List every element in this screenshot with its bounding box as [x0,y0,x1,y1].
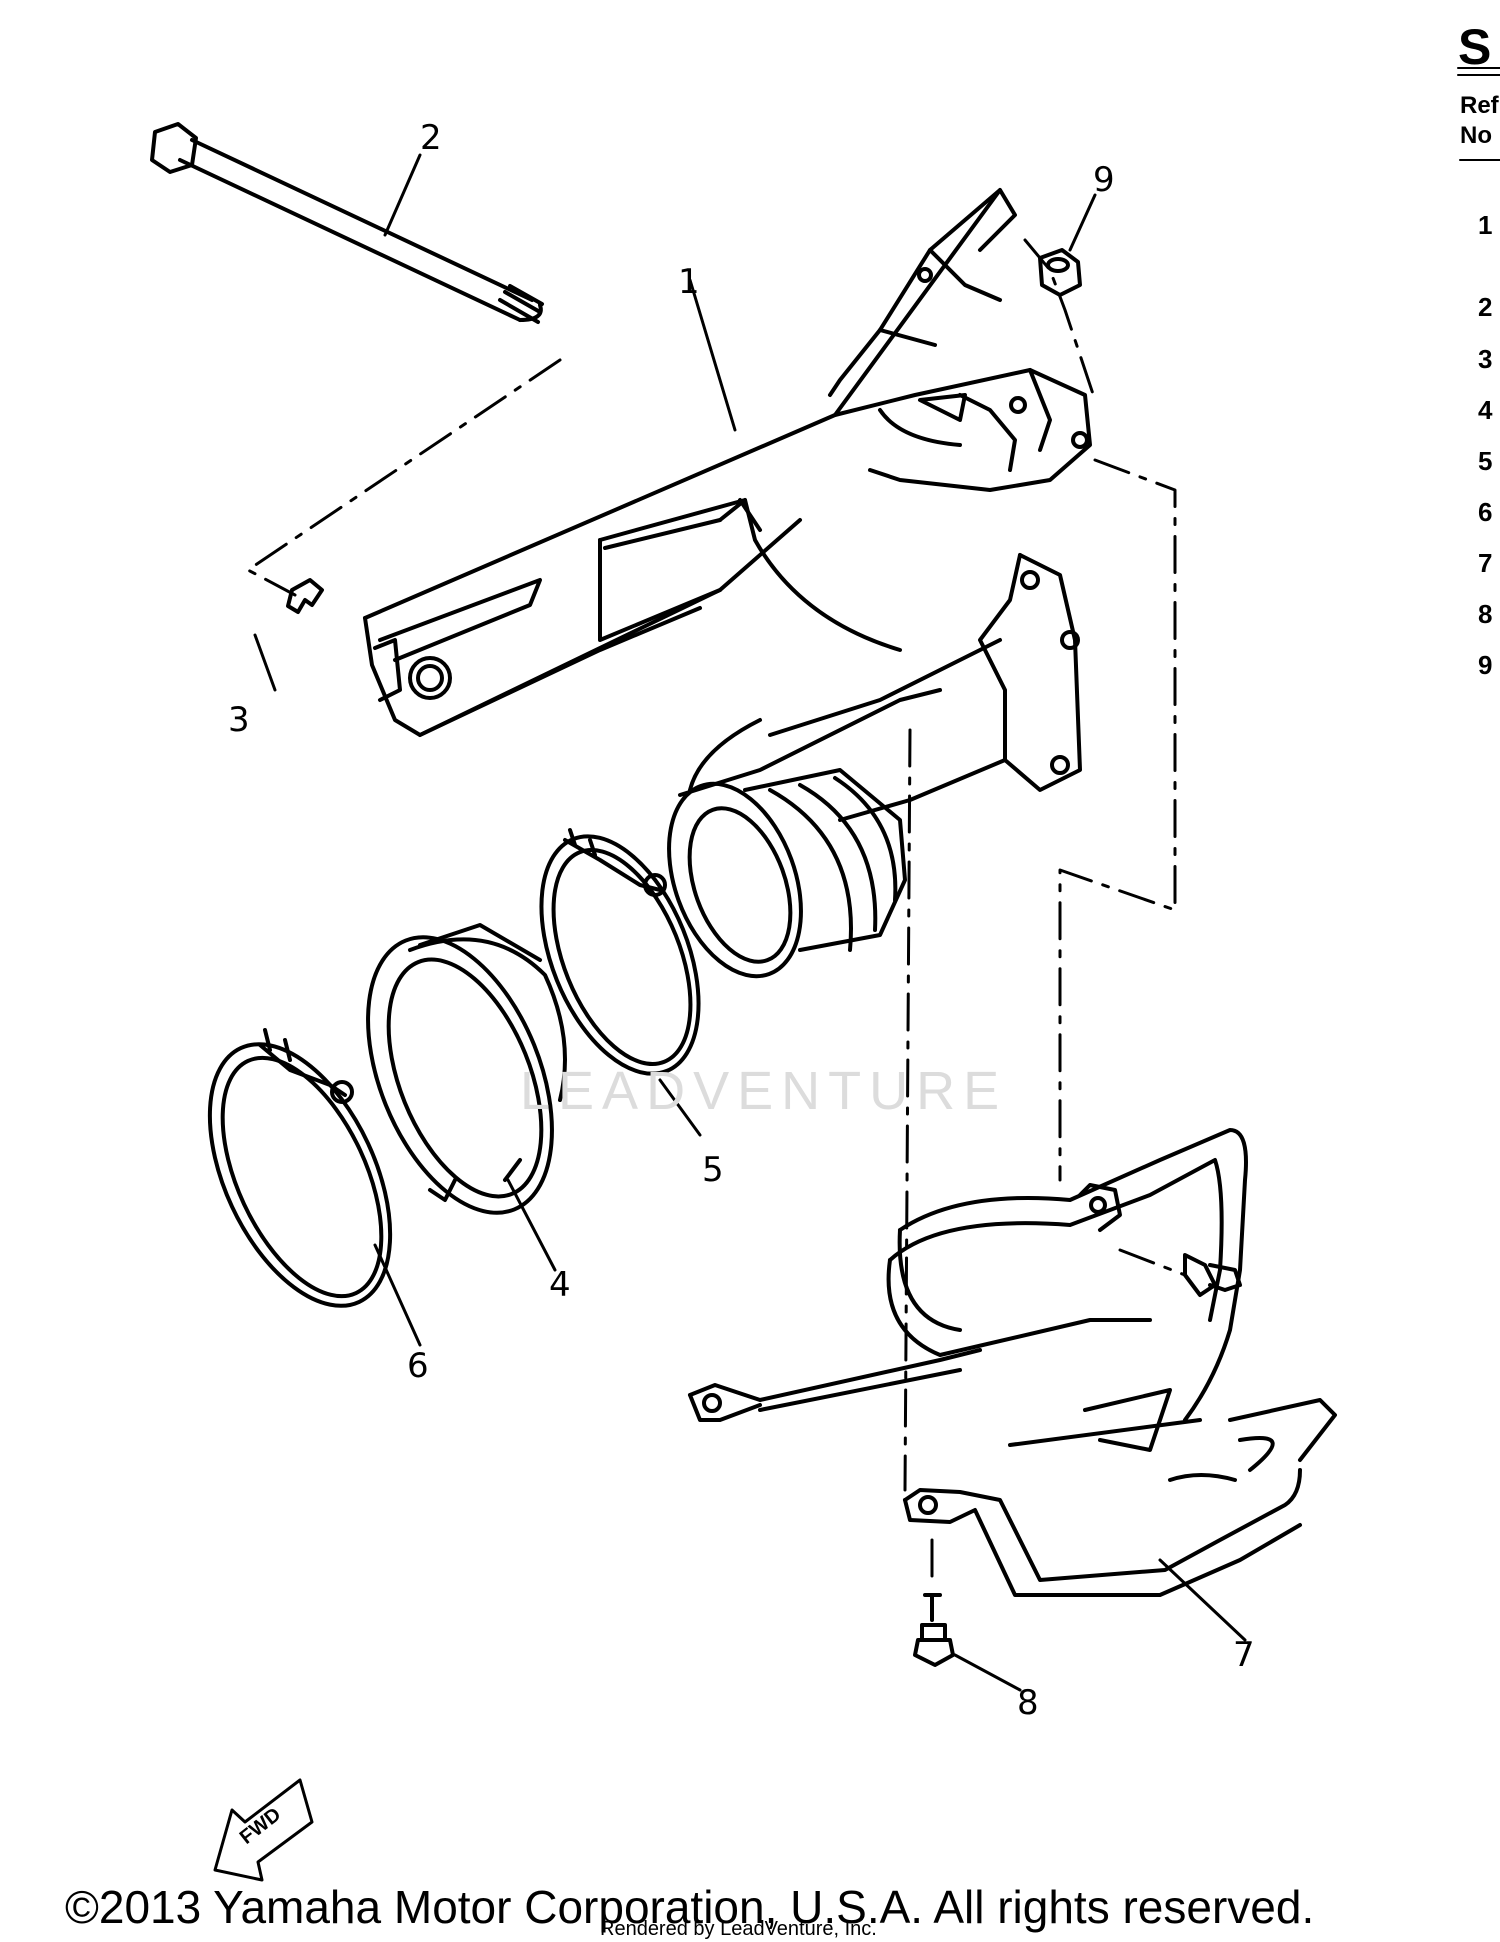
callout-3: 3 [228,700,250,740]
callout-8: 8 [1017,1683,1039,1723]
clip-part-3 [286,578,324,614]
parts-list-row-number: 3 [1478,344,1493,374]
callout-2: 2 [420,118,442,158]
leadventure-watermark: LEADVENTURE [520,1061,1008,1121]
parts-list-title-fragment: S [1458,19,1492,75]
swing-arm-part-1 [363,188,1092,737]
parts-list-row-number: 1 [1478,210,1493,240]
hose-clamp-part-5 [539,828,701,1076]
axle-housing [667,553,1082,979]
copyright-notice: ©2013 Yamaha Motor Corporation, U.S.A. A… [65,1881,1315,1933]
parts-list-row-number: 2 [1478,292,1493,322]
parts-list-row-number: 8 [1478,599,1493,629]
parts-list-row-number: 5 [1478,446,1493,476]
bolt-part-8 [913,1593,955,1667]
parts-list-row-number: 4 [1478,395,1493,425]
boot-part-4 [366,923,567,1215]
callout-7: 7 [1233,1635,1255,1675]
fwd-arrow [213,1778,314,1882]
parts-list-header-no: No [1460,122,1492,149]
hose-clamp-part-6 [207,1028,393,1308]
parts-list-header-ref: Ref [1460,92,1499,119]
callout-5: 5 [702,1150,724,1190]
parts-list-row-number: 6 [1478,497,1493,527]
parts-column-rules [1457,67,1500,161]
rendered-by-credit: Rendered by LeadVenture, Inc. [600,1918,877,1940]
callout-4: 4 [549,1265,571,1305]
callout-6: 6 [407,1346,429,1386]
nut-part-9 [1038,248,1082,297]
side-bolt [1183,1253,1242,1297]
callout-1: 1 [678,262,700,302]
callout-9: 9 [1093,160,1115,200]
bumper-part-7 [688,1128,1337,1597]
parts-list-row-number: 7 [1478,548,1493,578]
pivot-bolt-part-2 [150,122,544,324]
parts-list-row-number: 9 [1478,650,1493,680]
leader-lines [246,153,1247,1692]
